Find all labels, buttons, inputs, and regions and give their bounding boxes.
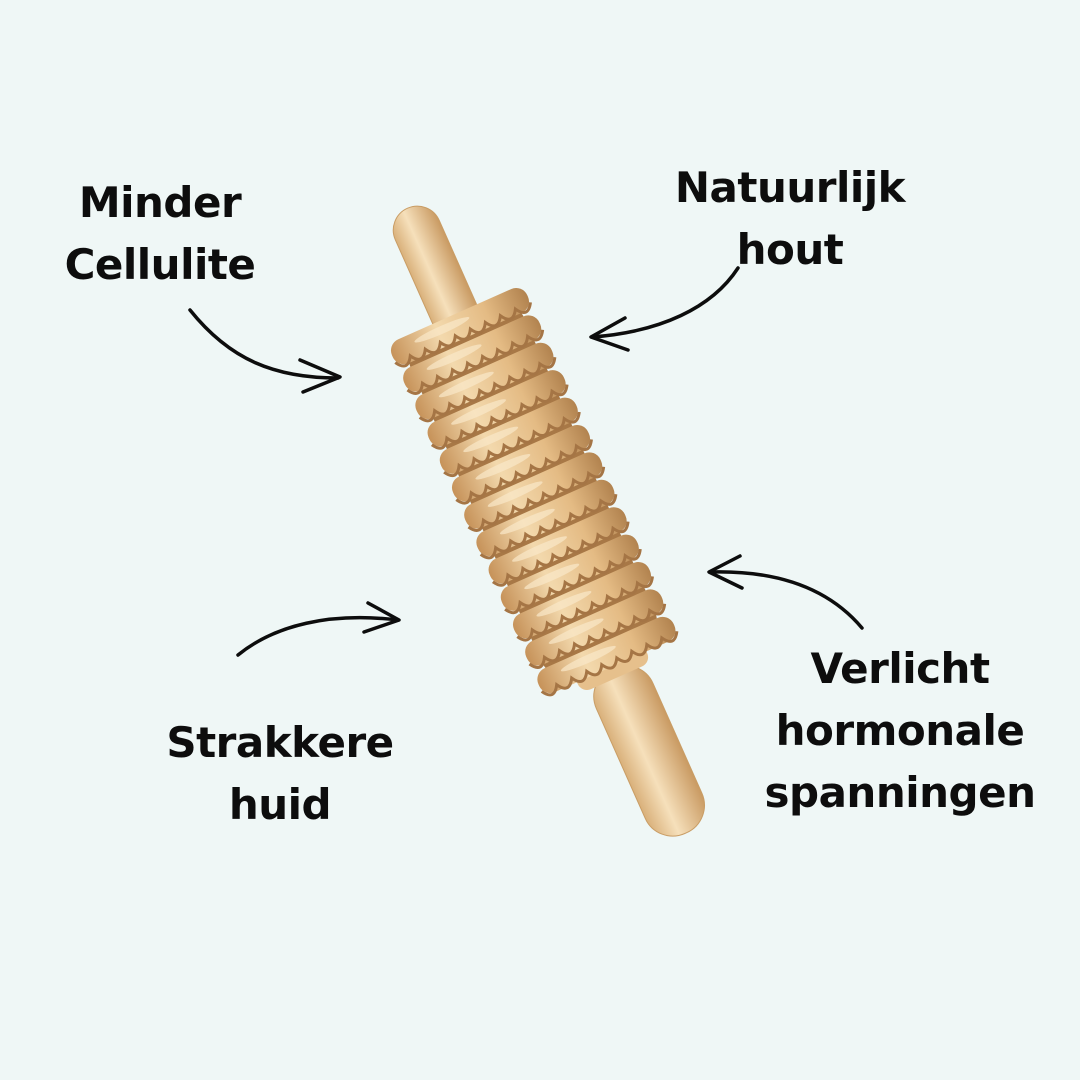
roller-disc [403,315,542,392]
disc-ridge [430,384,569,450]
disc-ridge [394,302,532,368]
label-line: Strakkere [166,718,394,767]
disc-highlight [463,426,519,453]
roller-discs [390,287,679,697]
disc-highlight [499,508,555,535]
roller-disc [415,342,554,420]
roller-disc [464,452,603,529]
roller-disc [537,616,676,694]
disc-ridge [418,356,557,423]
disc-ridge [504,548,642,615]
disc-highlight [512,536,567,562]
disc-highlight [548,618,604,644]
disc-ridge [455,439,593,505]
disc-ridge [491,521,630,587]
label-line: huid [228,780,332,829]
disc-ridge [467,466,606,532]
disc-highlight [414,316,470,343]
disc-highlight [438,371,494,398]
roller-disc [512,562,652,639]
feature-label-hormonal-relief: Verlicht hormonale spanningen [760,638,1040,824]
roller-handle-bottom [593,665,705,837]
roller-disc [525,589,664,666]
feature-label-natural-wood: Natuurlijk hout [660,157,920,281]
roller-disc [488,507,627,584]
disc-highlight [451,399,506,425]
label-line: spanningen [764,768,1036,817]
arrow-icon [236,615,400,657]
label-line: Cellulite [64,240,256,289]
arrow-icon [188,308,340,380]
roller-disc [427,370,566,447]
label-line: Minder [78,178,242,227]
label-line: Natuurlijk [674,163,906,212]
roller-disc [451,424,591,502]
disc-ridge [406,329,545,395]
label-line: Verlicht [810,644,990,693]
arrow-icon [707,554,744,590]
roller-disc [500,534,639,611]
feature-label-firmer-skin: Strakkere huid [150,712,410,836]
wooden-roller [390,205,705,837]
arrow-icon [298,358,342,394]
arrow-icon [708,570,864,630]
disc-highlight [475,454,531,480]
label-line: hout [736,225,844,274]
disc-ridge [516,576,654,642]
arrow-icon [590,266,740,339]
disc-highlight [426,344,482,370]
label-line: hormonale [775,706,1025,755]
disc-ridge [540,631,679,697]
disc-highlight [524,563,580,590]
disc-highlight [560,645,616,672]
disc-ridge [479,493,618,560]
feature-label-cellulite: Minder Cellulite [40,172,280,296]
roller-disc [439,397,578,474]
disc-highlight [536,591,592,617]
disc-ridge [528,603,667,670]
arrow-icon [589,316,630,352]
roller-disc [476,479,615,557]
roller-disc [390,287,530,365]
arrow-icon [362,601,401,634]
disc-highlight [487,481,543,507]
disc-ridge [443,411,581,478]
